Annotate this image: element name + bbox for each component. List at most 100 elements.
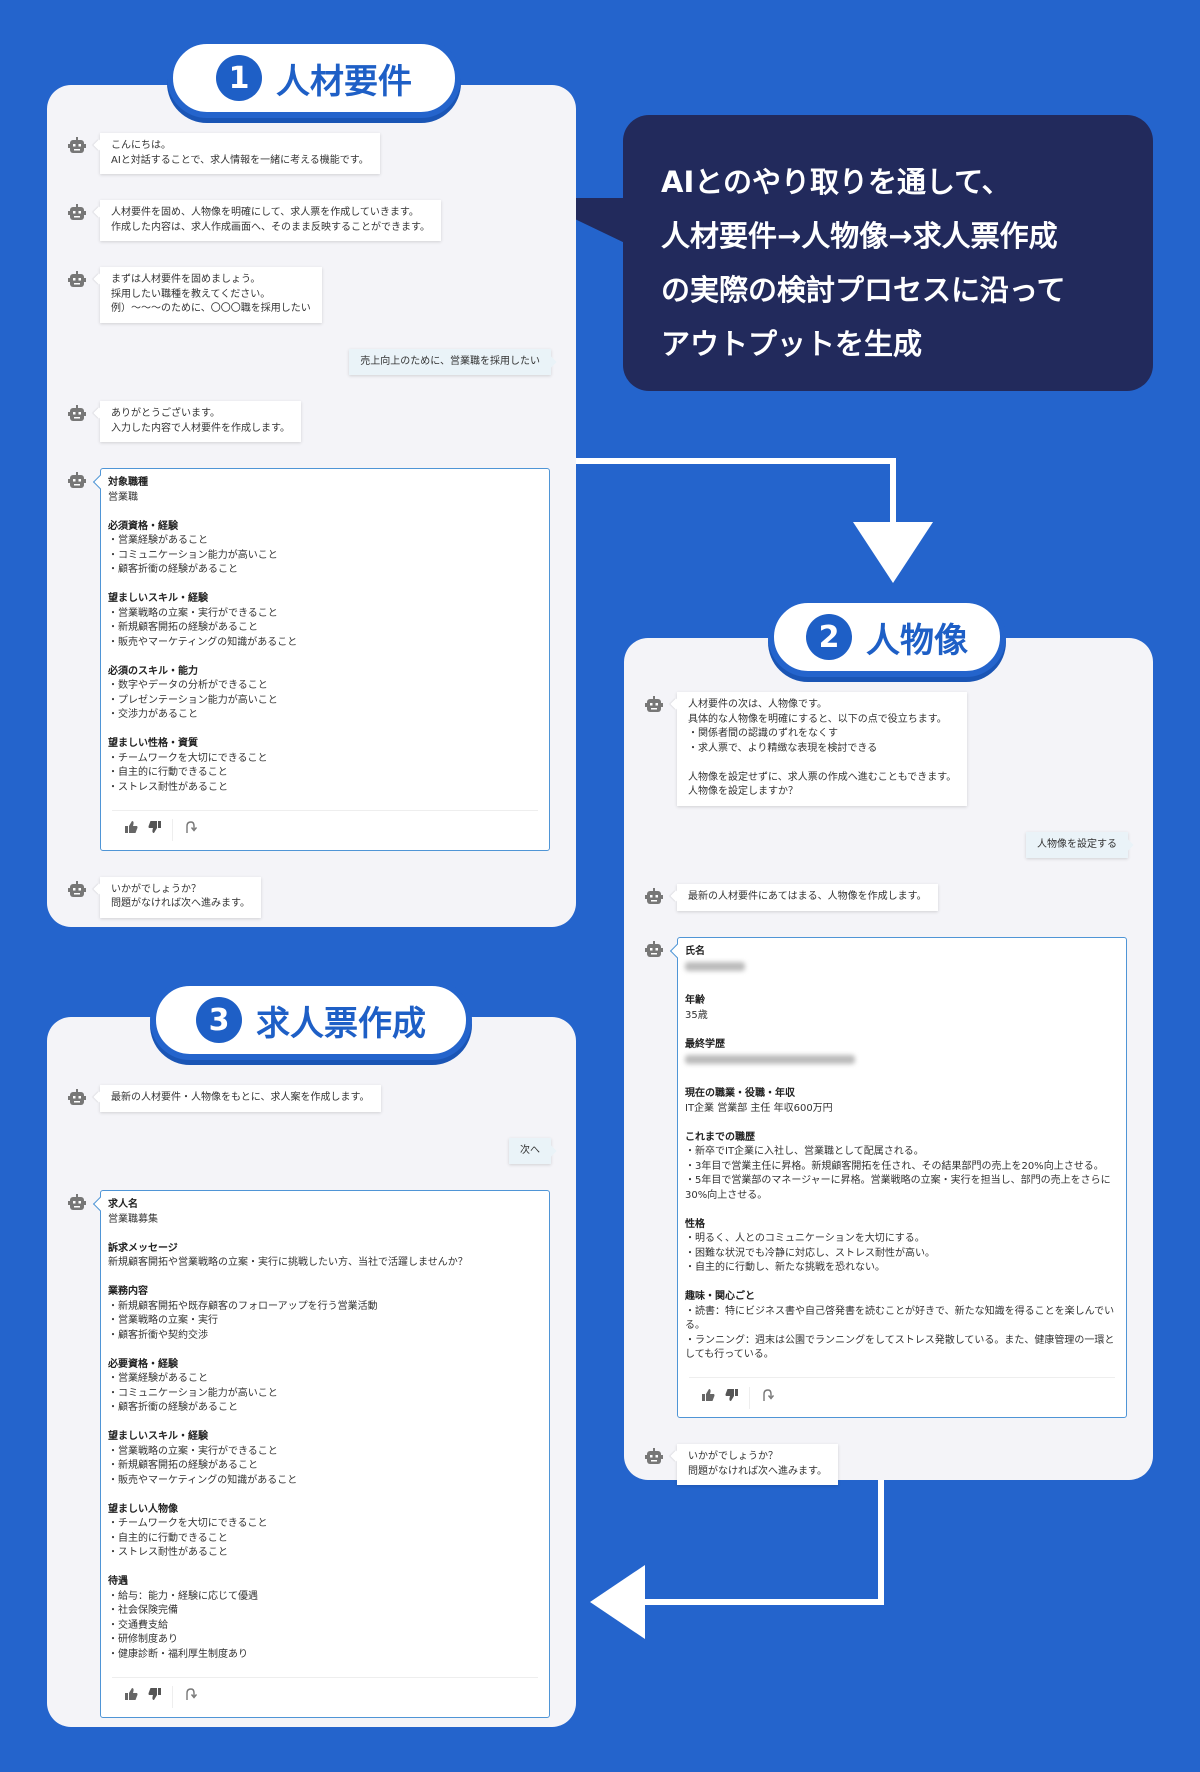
section-heading: 氏名 xyxy=(685,945,705,957)
bot-message: 対象職種営業職必須資格・経験・営業経験があること ・コミュニケーション能力が高い… xyxy=(67,468,551,851)
result-section: 最終学歴 xyxy=(685,1038,1119,1073)
robot-icon xyxy=(67,880,87,900)
result-section: 待遇・給与：能力・経験に応じて優遇 ・社会保険完備 ・交通費支給 ・研修制度あり… xyxy=(108,1575,542,1662)
step-2-title: 2 人物像 xyxy=(768,597,1006,677)
result-section: 望ましいスキル・経験・営業戦略の立案・実行ができること ・新規顧客開拓の経験があ… xyxy=(108,592,542,650)
bot-message: 人材要件を固め、人物像を明確にして、求人票を作成していきます。 作成した内容は、… xyxy=(67,200,551,241)
section-body: ・営業経験があること ・コミュニケーション能力が高いこと ・顧客折衝の経験がある… xyxy=(108,1373,278,1413)
section-body: ・新卒でIT企業に入社し、営業職として配属される。 ・3年目で営業主任に昇格。新… xyxy=(685,1146,1111,1201)
section-heading: 対象職種 xyxy=(108,477,148,488)
bot-bubble: こんにちは。 AIと対話することで、求人情報を一緒に考える機能です。 xyxy=(100,133,380,174)
robot-icon xyxy=(67,471,87,491)
robot-icon xyxy=(644,1447,664,1467)
robot-icon xyxy=(67,1193,87,1213)
thumbs-down-icon[interactable] xyxy=(148,1687,162,1707)
result-section: 訴求メッセージ新規顧客開拓や営業戦略の立案・実行に挑戦したい方、当社で活躍しませ… xyxy=(108,1242,542,1271)
callout-line: 人材要件→人物像→求人票作成 xyxy=(661,219,1058,253)
section-body: ・数字やデータの分析ができること ・プレゼンテーション能力が高いこと ・交渉力が… xyxy=(108,680,278,720)
callout-line: アウトプットを生成 xyxy=(661,327,923,361)
thumbs-up-icon[interactable] xyxy=(124,1687,138,1707)
thumbs-down-icon[interactable] xyxy=(725,1388,739,1408)
section-heading: 趣味・関心ごと xyxy=(685,1291,755,1302)
arrow-step1-to-step2 xyxy=(560,458,896,530)
feedback-divider xyxy=(172,1686,173,1708)
panel-job-posting: 最新の人材要件・人物像をもとに、求人案を作成します。次へ求人名営業職募集訴求メッ… xyxy=(47,1017,576,1727)
bot-message: 最新の人材要件にあてはまる、人物像を作成します。 xyxy=(644,884,1128,911)
bot-message: ありがとうございます。 入力した内容で人材要件を作成します。 xyxy=(67,401,551,442)
result-section: 求人名営業職募集 xyxy=(108,1198,542,1227)
bot-message: いかがでしょうか？ 問題がなければ次へ進みます。 xyxy=(67,876,551,918)
robot-icon xyxy=(644,887,664,907)
thumbs-down-icon[interactable] xyxy=(148,820,162,840)
bot-bubble: 人材要件を固め、人物像を明確にして、求人票を作成していきます。 作成した内容は、… xyxy=(100,200,441,241)
result-section: 望ましいスキル・経験・営業戦略の立案・実行ができること ・新規顧客開拓の経験があ… xyxy=(108,1430,542,1488)
section-body: ・営業戦略の立案・実行ができること ・新規顧客開拓の経験があること ・販売やマー… xyxy=(108,607,298,648)
robot-icon xyxy=(67,404,87,424)
generated-result-card: 対象職種営業職必須資格・経験・営業経験があること ・コミュニケーション能力が高い… xyxy=(100,468,550,851)
feedback-bar xyxy=(112,809,538,850)
section-body: 営業職募集 xyxy=(108,1213,158,1225)
user-bubble: 次へ xyxy=(509,1137,551,1164)
step-number: 2 xyxy=(806,614,852,660)
section-heading: 業務内容 xyxy=(108,1286,148,1297)
robot-icon xyxy=(644,695,664,715)
bot-bubble: 最新の人材要件・人物像をもとに、求人案を作成します。 xyxy=(100,1085,381,1112)
user-message: 次へ xyxy=(67,1137,551,1164)
arrow-step2-to-step3 xyxy=(640,1470,884,1605)
bot-message: 人材要件の次は、人物像です。 具体的な人物像を明確にすると、以下の点で役立ちます… xyxy=(644,692,1128,806)
callout-line: AIとのやり取りを通して、 xyxy=(661,165,1011,199)
step-number: 1 xyxy=(216,55,262,101)
robot-icon xyxy=(67,1088,87,1108)
section-heading: 必須のスキル・能力 xyxy=(108,665,198,677)
step-title: 人物像 xyxy=(866,620,968,661)
section-body: ・チームワークを大切にできること ・自主的に行動できること ・ストレス耐性がある… xyxy=(108,752,268,793)
thumbs-up-icon[interactable] xyxy=(124,820,138,840)
robot-icon xyxy=(644,940,664,960)
bot-bubble: いかがでしょうか？ 問題がなければ次へ進みます。 xyxy=(677,1444,838,1485)
section-body: ・営業戦略の立案・実行ができること ・新規顧客開拓の経験があること ・販売やマー… xyxy=(108,1445,298,1486)
section-heading: これまでの職歴 xyxy=(685,1131,755,1143)
robot-icon xyxy=(67,136,87,156)
regenerate-icon[interactable] xyxy=(760,1388,775,1408)
bot-bubble: まずは人材要件を固めましょう。 採用したい職種を教えてください。 例）〜〜〜のた… xyxy=(100,267,322,323)
result-section: 氏名 xyxy=(685,945,1119,980)
regenerate-icon[interactable] xyxy=(183,1687,198,1707)
result-section: 業務内容・新規顧客開拓や既存顧客のフォローアップを行う営業活動 ・営業戦略の立案… xyxy=(108,1285,542,1343)
blurred-value xyxy=(685,962,745,971)
section-body: ・給与：能力・経験に応じて優遇 ・社会保険完備 ・交通費支給 ・研修制度あり ・… xyxy=(108,1590,258,1660)
section-heading: 望ましいスキル・経験 xyxy=(108,1431,208,1442)
section-body: ・新規顧客開拓や既存顧客のフォローアップを行う営業活動 ・営業戦略の立案・実行 … xyxy=(108,1300,378,1341)
thumbs-up-icon[interactable] xyxy=(701,1388,715,1408)
result-section: 必要資格・経験・営業経験があること ・コミュニケーション能力が高いこと ・顧客折… xyxy=(108,1358,542,1416)
feedback-divider xyxy=(172,819,173,841)
result-section: 対象職種営業職 xyxy=(108,476,542,505)
section-body: ・営業経験があること ・コミュニケーション能力が高いこと ・顧客折衝の経験がある… xyxy=(108,535,278,575)
panel-requirements: こんにちは。 AIと対話することで、求人情報を一緒に考える機能です。人材要件を固… xyxy=(47,85,576,927)
section-heading: 必要資格・経験 xyxy=(108,1358,178,1370)
section-body: 新規顧客開拓や営業戦略の立案・実行に挑戦したい方、当社で活躍しませんか？ xyxy=(108,1257,468,1268)
regenerate-icon[interactable] xyxy=(183,820,198,840)
bot-message: まずは人材要件を固めましょう。 採用したい職種を教えてください。 例）〜〜〜のた… xyxy=(67,267,551,323)
section-body: ・チームワークを大切にできること ・自主的に行動できること ・ストレス耐性がある… xyxy=(108,1518,268,1558)
section-heading: 求人名 xyxy=(108,1199,138,1210)
section-heading: 望ましいスキル・経験 xyxy=(108,593,208,604)
callout-line: の実際の検討プロセスに沿って xyxy=(661,273,1066,307)
section-heading: 望ましい性格・資質 xyxy=(108,738,198,749)
user-message: 人物像を設定する xyxy=(644,831,1128,858)
bot-message: 求人名営業職募集訴求メッセージ新規顧客開拓や営業戦略の立案・実行に挑戦したい方、… xyxy=(67,1190,551,1718)
bot-message: いかがでしょうか？ 問題がなければ次へ進みます。 xyxy=(644,1444,1128,1485)
section-heading: 最終学歴 xyxy=(685,1038,725,1050)
result-section: 趣味・関心ごと・読書：特にビジネス書や自己啓発書を読むことが好きで、新たな知識を… xyxy=(685,1290,1119,1363)
section-heading: 年齢 xyxy=(685,995,705,1006)
result-section: 性格・明るく、人とのコミュニケーションを大切にする。 ・困難な状況でも冷静に対応… xyxy=(685,1218,1119,1276)
section-heading: 望ましい人物像 xyxy=(108,1503,178,1515)
callout-box: AIとのやり取りを通して、 人材要件→人物像→求人票作成 の実際の検討プロセスに… xyxy=(623,115,1153,391)
arrowhead-down xyxy=(853,522,933,583)
result-section: 必須資格・経験・営業経験があること ・コミュニケーション能力が高いこと ・顧客折… xyxy=(108,520,542,578)
